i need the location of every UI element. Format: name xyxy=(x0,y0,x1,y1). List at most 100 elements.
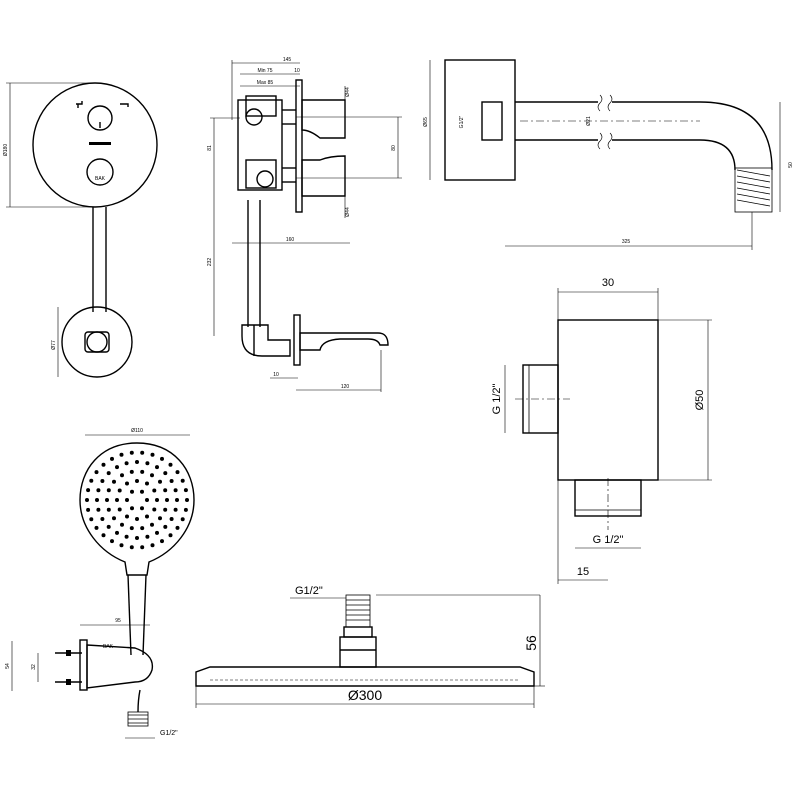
spray-hole xyxy=(117,507,122,512)
dim-knob-spacing: 80 xyxy=(391,145,397,151)
diverter-knob-side xyxy=(301,99,346,139)
spray-hole xyxy=(100,517,105,521)
head-nut xyxy=(343,626,373,638)
spray-hole xyxy=(106,507,111,512)
spout-aerator-hatch xyxy=(736,169,771,207)
spray-hole xyxy=(94,470,99,475)
valve-body xyxy=(237,99,283,191)
bath-spout xyxy=(299,332,389,351)
hand-shower-view: Ø110 95 BAK 32 54 G1/2" xyxy=(5,428,195,739)
spray-hole xyxy=(150,543,155,548)
valve-side-view: 145 Min 75 Max 85 10 81 Ø44 Ø44 80 xyxy=(207,57,402,392)
dim-elbow-width: 30 xyxy=(602,277,614,289)
hose-right xyxy=(142,574,147,656)
spray-hole xyxy=(85,498,89,502)
spray-hole xyxy=(158,479,162,484)
handle-bar-icon xyxy=(89,142,111,145)
spray-hole xyxy=(145,534,150,539)
elbow-body xyxy=(557,319,659,481)
dim-spout-flange: 10 xyxy=(273,372,279,378)
spray-hole xyxy=(145,461,150,466)
spray-hole xyxy=(106,524,111,529)
bath-spout-plate xyxy=(293,314,301,366)
dim-spout-projection: 325 xyxy=(622,239,631,245)
valve-cartridge-top xyxy=(245,95,277,117)
spout-pipe-bottom xyxy=(515,139,736,171)
wall-elbow-view: 30 Ø50 G 1/2" G 1/2" 15 xyxy=(491,277,712,584)
valve-port-bottom xyxy=(256,170,274,188)
dim-head-dia: Ø300 xyxy=(348,687,382,703)
dim-holder-dia: Ø77 xyxy=(51,340,57,350)
spray-hole xyxy=(163,524,168,529)
spray-hole xyxy=(106,488,111,493)
dim-elbow-dia: Ø50 xyxy=(694,390,706,411)
bath-spout-icon xyxy=(120,103,129,107)
dim-valve-dia: Ø180 xyxy=(3,144,9,156)
spray-hole xyxy=(140,506,144,511)
hose-lower xyxy=(137,689,141,713)
dim-head-height: 56 xyxy=(523,635,539,651)
spray-hole xyxy=(86,507,91,512)
spray-hole xyxy=(96,507,101,512)
spout-pipe-top xyxy=(515,101,773,171)
spray-hole xyxy=(165,498,169,502)
spray-hole xyxy=(152,507,157,512)
spray-hole xyxy=(169,517,174,521)
spray-hole xyxy=(145,514,149,519)
valve-cartridge-bottom xyxy=(245,159,277,189)
spray-hole xyxy=(183,507,188,512)
spray-hole xyxy=(124,534,129,539)
mixer-knob-brand: BAK xyxy=(95,176,106,182)
spray-hole xyxy=(140,489,144,494)
head-ball-joint xyxy=(339,636,377,668)
dim-elbow-outlet-thread: G 1/2" xyxy=(593,534,624,546)
spray-hole xyxy=(135,460,139,464)
spray-hole xyxy=(135,479,139,483)
spray-hole xyxy=(152,488,157,493)
spray-hole xyxy=(163,507,168,512)
wall-outlet-nut xyxy=(86,331,108,353)
spray-hole xyxy=(175,470,180,475)
dim-holder-fixing-spacing: 32 xyxy=(31,664,37,670)
head-thread-hatch xyxy=(346,599,370,621)
spray-hole xyxy=(89,478,94,483)
spray-hole xyxy=(140,545,145,550)
valve-port-top xyxy=(245,108,263,126)
spray-hole xyxy=(140,450,145,455)
hose-nut-thread xyxy=(128,714,148,724)
spray-hole xyxy=(155,498,159,502)
spray-hole xyxy=(124,461,129,466)
spray-hole xyxy=(119,452,124,457)
spray-hole xyxy=(129,545,134,550)
spray-hole xyxy=(115,498,119,502)
dim-valve-max: Max 85 xyxy=(257,80,274,86)
spray-hole xyxy=(101,462,106,467)
spout-thread-insert xyxy=(481,101,503,141)
spray-hole xyxy=(155,465,159,470)
spray-hole xyxy=(175,525,180,530)
spray-hole xyxy=(112,516,116,521)
spray-hole xyxy=(129,450,134,455)
dim-knob-dia-top: Ø44 xyxy=(345,87,351,97)
spray-hole xyxy=(155,530,159,535)
spray-hole xyxy=(173,488,178,493)
spray-hole xyxy=(183,488,188,493)
screw-head-bottom xyxy=(66,679,71,685)
spray-hole xyxy=(119,543,124,548)
spray-hole xyxy=(150,473,154,478)
spout-break-top xyxy=(597,94,613,112)
dim-holder-height: 54 xyxy=(5,663,11,669)
spray-hole xyxy=(129,526,134,531)
spray-hole xyxy=(129,469,134,474)
spray-hole xyxy=(115,530,119,535)
dim-valve-width: 145 xyxy=(283,57,292,63)
wall-outlet-plate xyxy=(61,306,133,378)
spray-hole xyxy=(140,469,145,474)
spout-wall-plate xyxy=(444,59,516,181)
spray-hole xyxy=(135,517,139,521)
wall-outlet-body xyxy=(84,331,110,353)
spray-hole xyxy=(86,488,91,493)
spray-hole xyxy=(150,452,155,457)
spray-hole xyxy=(94,525,99,530)
dim-valve-flange: 10 xyxy=(294,68,300,74)
